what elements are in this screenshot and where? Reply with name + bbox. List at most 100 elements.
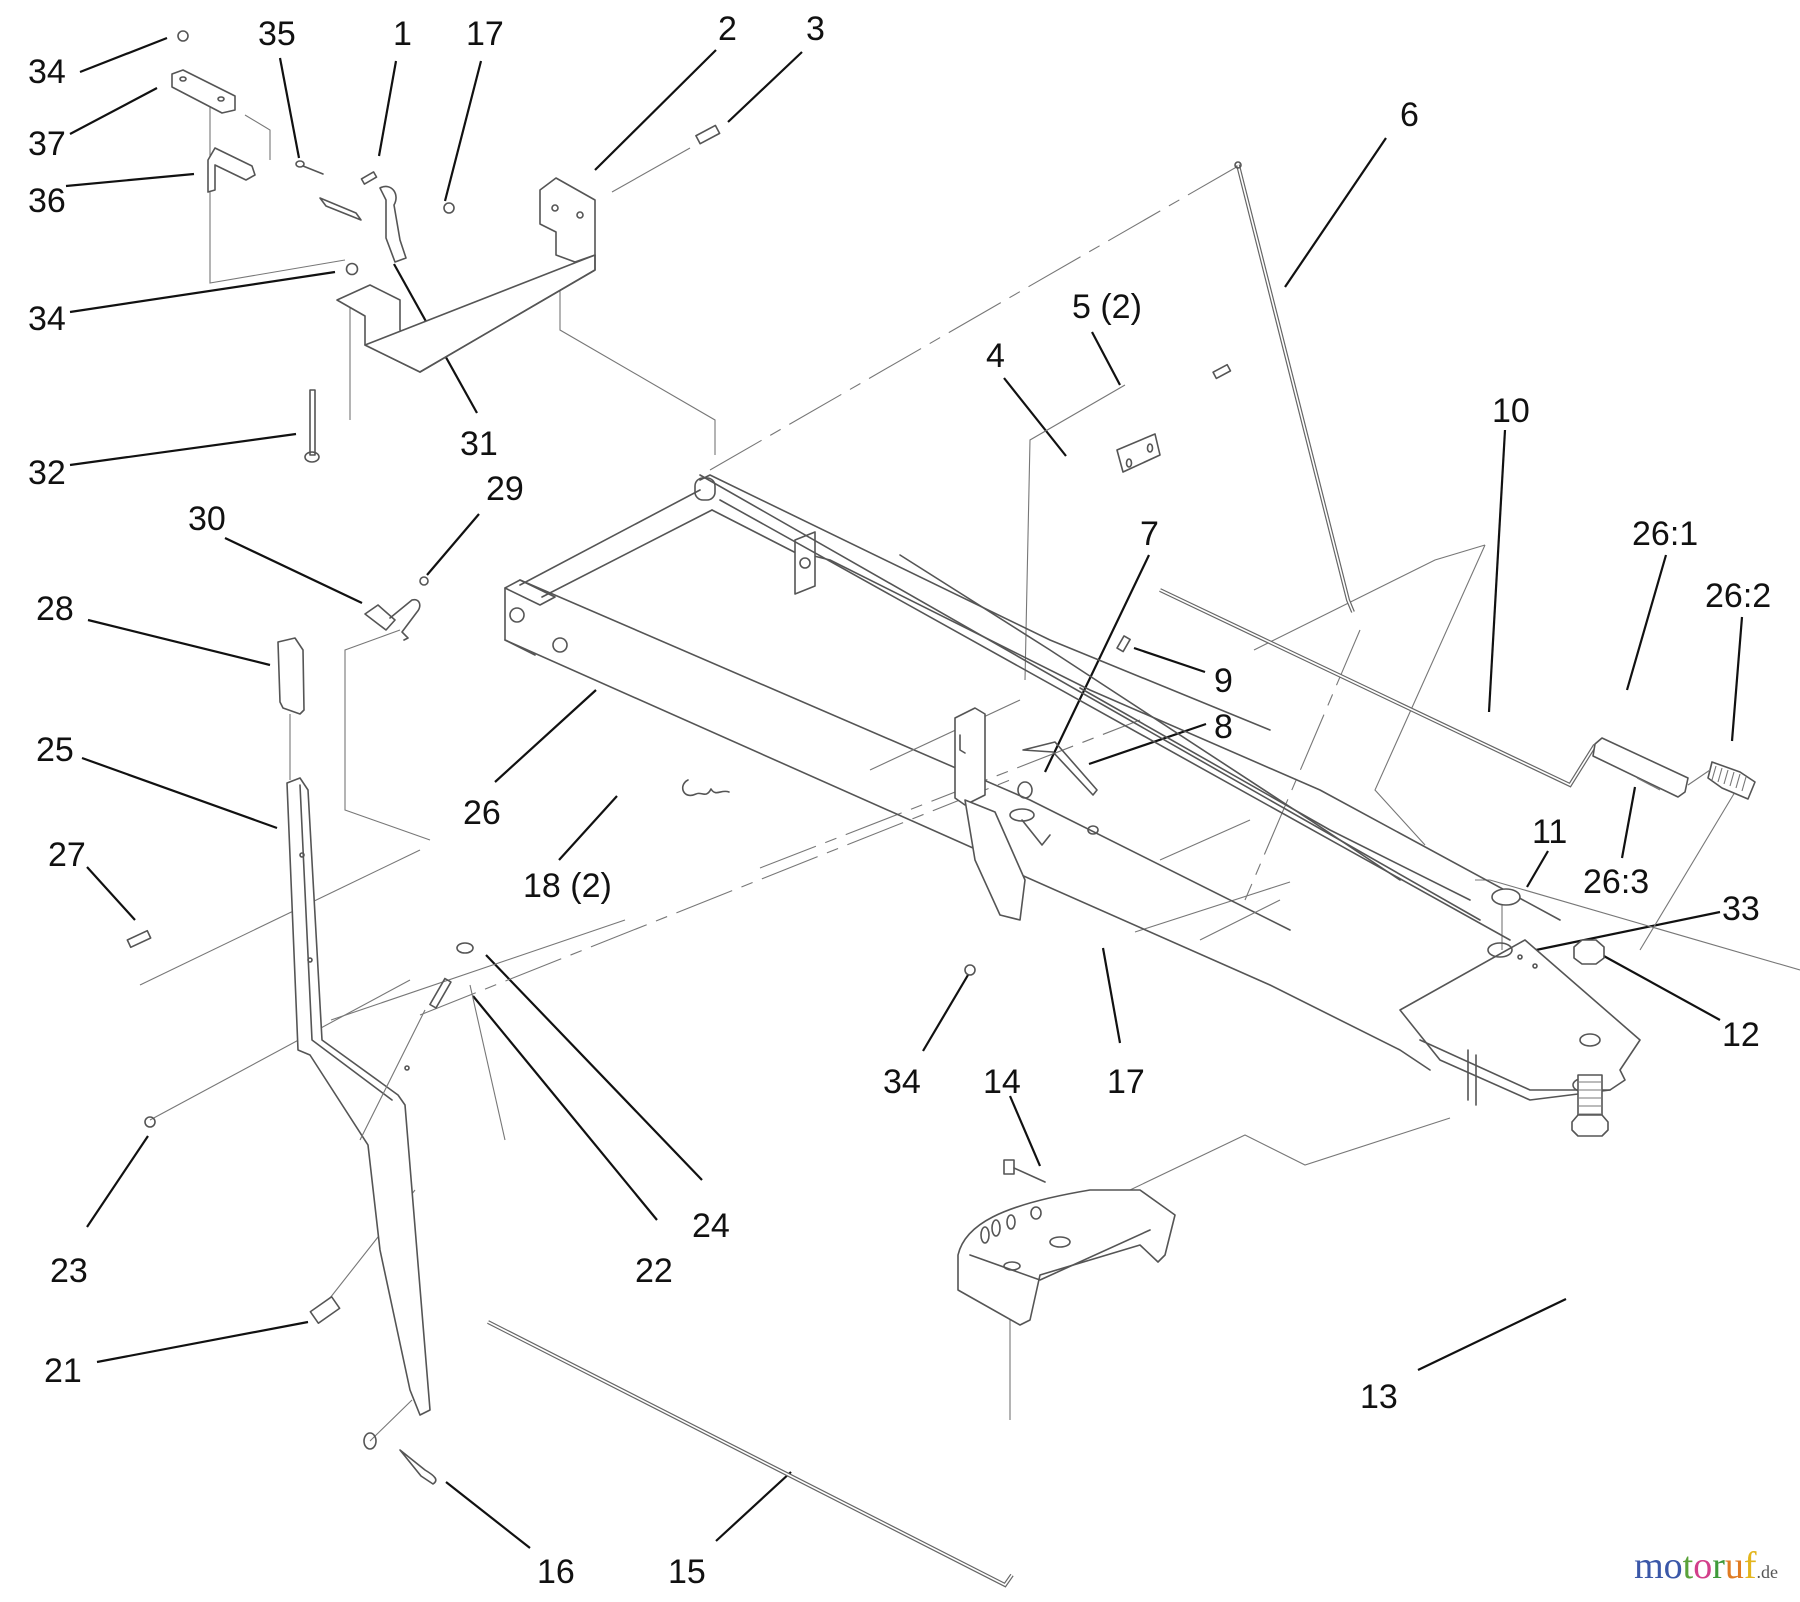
leader-11 xyxy=(1526,850,1549,888)
callout-37[interactable]: 37 xyxy=(28,125,66,163)
watermark-letter: m xyxy=(1634,1545,1664,1587)
callout-26-3[interactable]: 26:3 xyxy=(1583,863,1649,901)
pin-26-1 xyxy=(1592,737,1689,798)
callout-35[interactable]: 35 xyxy=(258,15,296,53)
callout-34c[interactable]: 34 xyxy=(883,1063,921,1101)
callout-26-2[interactable]: 26:2 xyxy=(1705,577,1771,615)
pins-18 xyxy=(681,779,730,797)
leader-17a xyxy=(443,60,483,202)
callout-26[interactable]: 26 xyxy=(463,794,501,832)
bolt-21 xyxy=(309,1296,341,1324)
leader-32 xyxy=(69,432,297,467)
spring-26-2 xyxy=(1687,761,1756,800)
watermark-letter: u xyxy=(1724,1545,1744,1587)
callout-3[interactable]: 3 xyxy=(806,10,825,48)
callout-14[interactable]: 14 xyxy=(983,1063,1021,1101)
leader-16 xyxy=(445,1481,531,1549)
leader-26-3 xyxy=(1620,786,1637,859)
pin-26-3 xyxy=(1636,777,1661,791)
leader-lines xyxy=(65,36,1744,1549)
callout-32[interactable]: 32 xyxy=(28,454,66,492)
eye-24 xyxy=(456,942,474,954)
callout-28[interactable]: 28 xyxy=(36,590,74,628)
callout-9[interactable]: 9 xyxy=(1214,662,1233,700)
leader-28 xyxy=(87,618,271,667)
leader-30 xyxy=(224,537,363,604)
callout-7[interactable]: 7 xyxy=(1140,515,1159,553)
rod-15 xyxy=(487,1320,1014,1588)
callout-12[interactable]: 12 xyxy=(1722,1016,1760,1054)
callout-25[interactable]: 25 xyxy=(36,731,74,769)
leader-2 xyxy=(594,49,717,171)
leader-17b xyxy=(1101,947,1122,1044)
callout-31[interactable]: 31 xyxy=(460,425,498,463)
leader-26-2 xyxy=(1730,616,1744,742)
callout-34b[interactable]: 34 xyxy=(28,300,66,338)
watermark-letter: r xyxy=(1712,1545,1725,1587)
callout-labels: 34 37 36 34 32 35 1 17 2 3 31 6 5 (2) 4 … xyxy=(28,10,1771,1591)
callout-17a[interactable]: 17 xyxy=(466,15,504,53)
spacer-4 xyxy=(1116,433,1161,473)
leader-21 xyxy=(96,1320,309,1364)
leader-25 xyxy=(81,756,278,830)
watermark-tld: .de xyxy=(1756,1562,1779,1582)
callout-30[interactable]: 30 xyxy=(188,500,226,538)
watermark-letter: o xyxy=(1693,1545,1713,1587)
leader-18 xyxy=(558,795,618,861)
leader-33 xyxy=(1535,910,1721,952)
callout-17b[interactable]: 17 xyxy=(1107,1063,1145,1101)
callout-18[interactable]: 18 (2) xyxy=(523,867,612,905)
callout-29[interactable]: 29 xyxy=(486,470,524,508)
leader-6 xyxy=(1284,137,1387,288)
callout-16[interactable]: 16 xyxy=(537,1553,575,1591)
leader-15 xyxy=(715,1471,792,1542)
callout-15[interactable]: 15 xyxy=(668,1553,706,1591)
leader-22 xyxy=(472,995,658,1221)
callout-1[interactable]: 1 xyxy=(393,15,412,53)
callout-27[interactable]: 27 xyxy=(48,836,86,874)
callout-21[interactable]: 21 xyxy=(44,1352,82,1390)
bolt-3 xyxy=(611,124,721,193)
leader-12 xyxy=(1601,954,1721,1021)
nut-12 xyxy=(1573,939,1605,965)
grip-28 xyxy=(277,637,305,780)
watermark-letter: f xyxy=(1743,1545,1757,1587)
callout-5[interactable]: 5 (2) xyxy=(1072,288,1142,326)
leader-34b xyxy=(69,270,336,314)
leader-3 xyxy=(727,51,803,123)
leader-7 xyxy=(1044,554,1150,773)
pin-5 xyxy=(1212,363,1232,380)
callout-2[interactable]: 2 xyxy=(718,10,737,48)
bolt-13 xyxy=(1571,1074,1609,1137)
callout-6[interactable]: 6 xyxy=(1400,96,1419,134)
callout-34a[interactable]: 34 xyxy=(28,53,66,91)
rod-6 xyxy=(1234,161,1355,613)
plug-11 xyxy=(1491,888,1521,906)
top-bracket-assembly xyxy=(171,30,596,463)
callout-13[interactable]: 13 xyxy=(1360,1378,1398,1416)
callout-8[interactable]: 8 xyxy=(1214,708,1233,746)
callout-24[interactable]: 24 xyxy=(692,1207,730,1245)
lever-30 xyxy=(364,598,421,641)
lever-25 xyxy=(286,777,431,1416)
callout-10[interactable]: 10 xyxy=(1492,392,1530,430)
callout-26-1[interactable]: 26:1 xyxy=(1632,515,1698,553)
callout-23[interactable]: 23 xyxy=(50,1252,88,1290)
rod-10 xyxy=(1159,588,1597,788)
cotter-16 xyxy=(363,1432,437,1485)
leader-24 xyxy=(485,954,703,1181)
callout-33[interactable]: 33 xyxy=(1722,890,1760,928)
callout-11[interactable]: 11 xyxy=(1532,813,1567,851)
callout-36[interactable]: 36 xyxy=(28,182,66,220)
leader-8 xyxy=(1088,722,1207,766)
leader-34c xyxy=(922,974,969,1052)
callout-4[interactable]: 4 xyxy=(986,337,1005,375)
leader-10 xyxy=(1487,429,1507,713)
leader-37 xyxy=(69,87,158,135)
bolt-27 xyxy=(126,929,152,949)
watermark-logo: motoruf.de xyxy=(1634,1544,1778,1588)
small-hardware-center xyxy=(964,635,1131,976)
leader-36 xyxy=(65,172,195,188)
callout-22[interactable]: 22 xyxy=(635,1252,673,1290)
nut-29 xyxy=(419,576,429,586)
